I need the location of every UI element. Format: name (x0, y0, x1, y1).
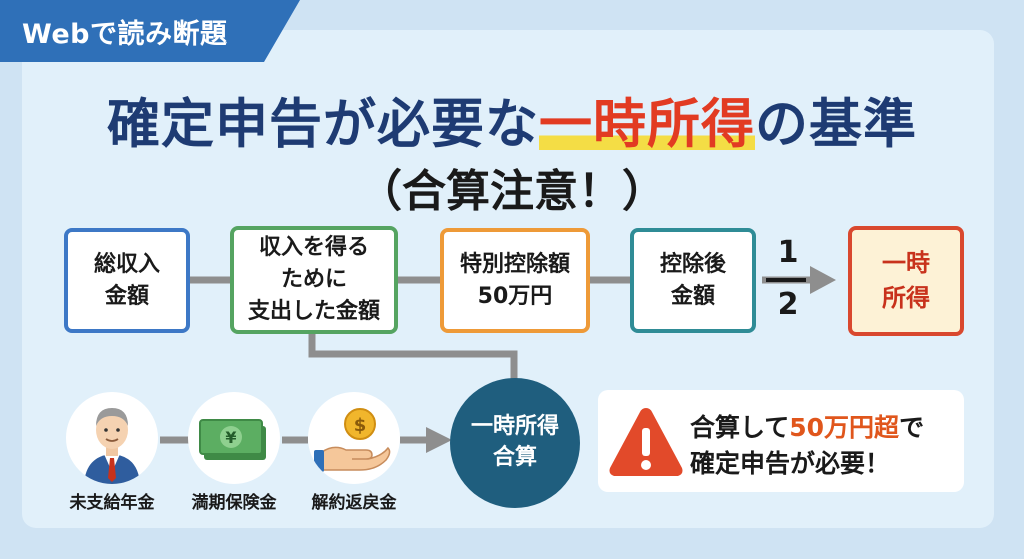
temporary-income-box: 一時 所得 (848, 226, 964, 336)
warning-line2: 確定申告が必要！ (690, 449, 891, 479)
expenses-box: 収入を得る ために 支出した金額 (230, 226, 398, 334)
warning-icon (609, 408, 683, 476)
source-label-3: 解約返戻金 (311, 493, 397, 513)
total-income-box: 総収入 金額 (64, 228, 190, 333)
fraction-denominator: 2 (777, 287, 799, 322)
arrowhead-combined (426, 427, 452, 453)
source-label-2: 満期保険金 (191, 493, 277, 513)
header-tag-label: Webで読み断題 (22, 19, 228, 50)
header-tag: Webで読み断題 (0, 0, 300, 62)
svg-text:$: $ (354, 415, 367, 436)
pensioner-icon (66, 392, 158, 484)
banknote-icon: ¥ (188, 392, 280, 484)
page-subtitle: （合算注意！） (358, 166, 666, 217)
warning-text: 合算して50万円超で 確定申告が必要！ (690, 410, 924, 483)
source-label-1: 未支給年金 (69, 493, 155, 513)
warning-callout: 合算して50万円超で 確定申告が必要！ (598, 390, 964, 492)
warning-pre: 合算して (690, 413, 790, 442)
combined-income-circle: 一時所得 合算 (450, 378, 580, 508)
warning-post: で (899, 413, 925, 442)
page-title: 確定申告が必要な一時所得の基準 (0, 82, 1024, 158)
arrowhead-result (810, 266, 836, 294)
title-highlight: 一時所得 (539, 94, 755, 155)
svg-text:¥: ¥ (225, 428, 236, 447)
title-pre: 確定申告が必要な (107, 94, 539, 155)
after-deduction-box: 控除後 金額 (630, 228, 756, 333)
fraction-numerator: 1 (777, 235, 799, 270)
connector-to-combined (308, 332, 518, 380)
title-post: の基準 (755, 94, 917, 155)
warning-threshold: 50万円超 (789, 413, 900, 442)
coin-hand-icon: $ (308, 392, 400, 484)
special-deduction-box: 特別控除額 50万円 (440, 228, 590, 333)
